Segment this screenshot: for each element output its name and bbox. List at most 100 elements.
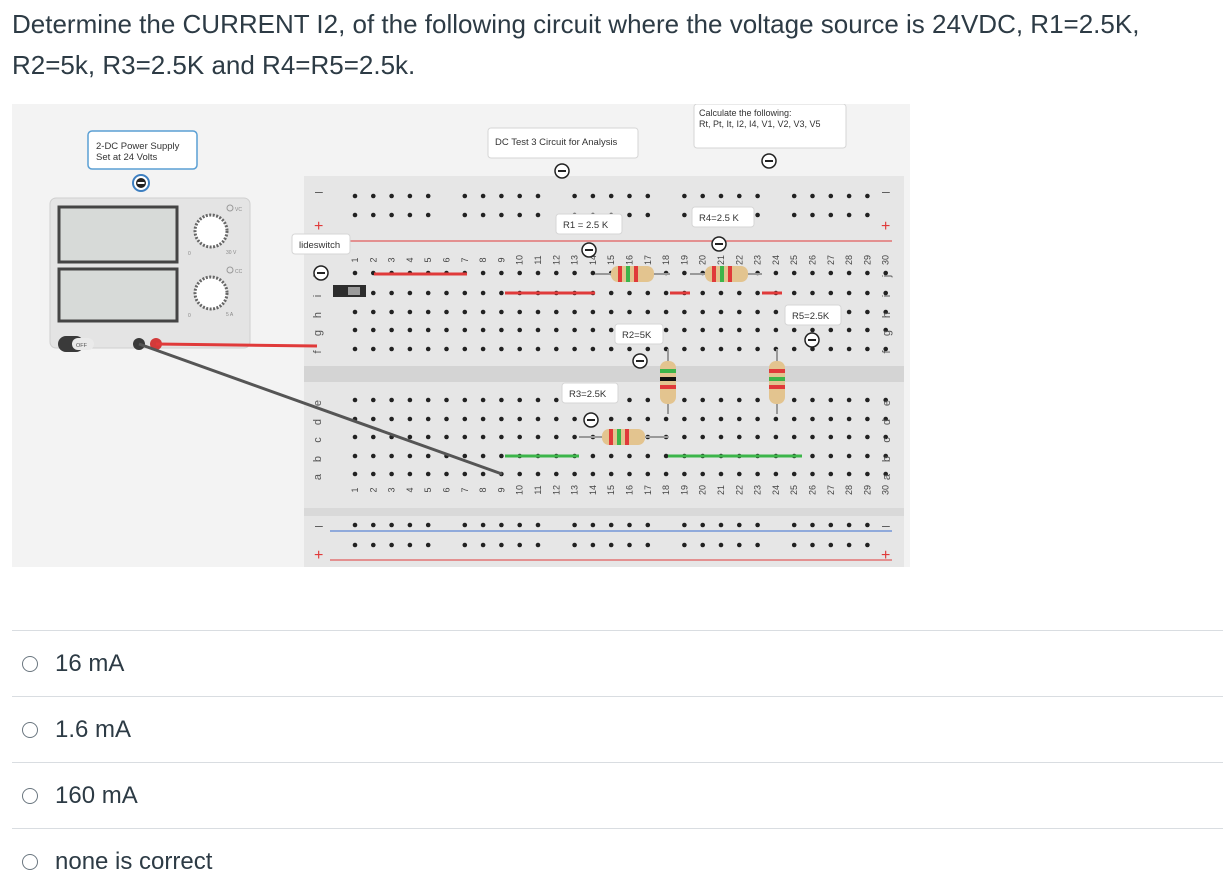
breadboard-hole[interactable] — [755, 397, 760, 403]
breadboard-hole[interactable] — [572, 522, 577, 528]
breadboard-hole[interactable] — [718, 434, 724, 440]
breadboard-hole[interactable] — [572, 434, 577, 440]
breadboard-hole[interactable] — [407, 193, 413, 199]
breadboard-hole[interactable] — [371, 290, 376, 296]
breadboard-hole[interactable] — [645, 522, 651, 528]
breadboard-hole[interactable] — [444, 416, 449, 422]
breadboard-hole[interactable] — [663, 290, 669, 296]
breadboard-hole[interactable] — [755, 542, 760, 548]
breadboard-hole[interactable] — [352, 309, 358, 315]
breadboard-hole[interactable] — [755, 290, 760, 296]
breadboard-hole[interactable] — [480, 270, 486, 276]
breadboard-hole[interactable] — [352, 453, 358, 459]
breadboard-hole[interactable] — [883, 309, 888, 315]
breadboard-hole[interactable] — [462, 416, 468, 422]
breadboard-hole[interactable] — [663, 309, 669, 315]
breadboard-hole[interactable] — [773, 270, 779, 276]
answer-option-3[interactable]: 160 mA — [12, 762, 1223, 828]
breadboard-hole[interactable] — [810, 212, 815, 218]
breadboard-hole[interactable] — [682, 542, 687, 548]
breadboard-hole[interactable] — [462, 327, 468, 333]
breadboard-hole[interactable] — [791, 193, 797, 199]
slide-switch[interactable] — [333, 285, 366, 297]
breadboard-hole[interactable] — [480, 193, 486, 199]
breadboard-hole[interactable] — [718, 290, 724, 296]
answer-option-1[interactable]: 16 mA — [12, 630, 1223, 696]
breadboard-hole[interactable] — [883, 471, 888, 477]
breadboard-hole[interactable] — [883, 397, 888, 403]
breadboard-hole[interactable] — [718, 416, 724, 422]
breadboard-hole[interactable] — [352, 522, 358, 528]
breadboard-hole[interactable] — [773, 309, 779, 315]
breadboard-hole[interactable] — [718, 397, 724, 403]
breadboard-hole[interactable] — [645, 453, 651, 459]
breadboard-hole[interactable] — [444, 397, 449, 403]
breadboard-hole[interactable] — [407, 542, 413, 548]
breadboard-hole[interactable] — [425, 471, 431, 477]
breadboard-hole[interactable] — [755, 212, 760, 218]
breadboard-hole[interactable] — [608, 346, 614, 352]
breadboard-hole[interactable] — [627, 416, 632, 422]
breadboard-hole[interactable] — [608, 416, 614, 422]
breadboard-hole[interactable] — [810, 193, 815, 199]
breadboard-hole[interactable] — [407, 522, 413, 528]
breadboard-hole[interactable] — [810, 290, 815, 296]
breadboard-hole[interactable] — [883, 327, 888, 333]
breadboard-hole[interactable] — [865, 193, 870, 199]
breadboard-hole[interactable] — [572, 327, 577, 333]
breadboard-hole[interactable] — [608, 309, 614, 315]
breadboard-hole[interactable] — [828, 346, 834, 352]
breadboard-hole[interactable] — [737, 522, 742, 528]
breadboard-hole[interactable] — [627, 522, 632, 528]
breadboard-hole[interactable] — [590, 453, 596, 459]
breadboard-hole[interactable] — [480, 522, 486, 528]
breadboard-hole[interactable] — [407, 471, 413, 477]
breadboard-hole[interactable] — [480, 397, 486, 403]
breadboard-hole[interactable] — [883, 270, 888, 276]
breadboard-hole[interactable] — [590, 327, 596, 333]
breadboard-hole[interactable] — [810, 434, 815, 440]
breadboard-hole[interactable] — [352, 542, 358, 548]
breadboard-hole[interactable] — [407, 212, 413, 218]
breadboard-hole[interactable] — [700, 193, 705, 199]
breadboard-hole[interactable] — [846, 542, 852, 548]
breadboard-hole[interactable] — [791, 212, 797, 218]
breadboard-hole[interactable] — [499, 542, 504, 548]
breadboard-hole[interactable] — [755, 522, 760, 528]
breadboard-hole[interactable] — [810, 397, 815, 403]
breadboard-hole[interactable] — [480, 290, 486, 296]
breadboard-hole[interactable] — [846, 309, 852, 315]
breadboard-hole[interactable] — [352, 212, 358, 218]
breadboard-hole[interactable] — [865, 542, 870, 548]
breadboard-hole[interactable] — [846, 346, 852, 352]
breadboard-hole[interactable] — [499, 346, 504, 352]
breadboard-hole[interactable] — [682, 327, 687, 333]
breadboard-hole[interactable] — [846, 397, 852, 403]
breadboard-hole[interactable] — [865, 346, 870, 352]
breadboard-hole[interactable] — [407, 309, 413, 315]
breadboard-hole[interactable] — [425, 309, 431, 315]
breadboard-hole[interactable] — [572, 416, 577, 422]
breadboard-hole[interactable] — [645, 290, 651, 296]
breadboard-hole[interactable] — [425, 434, 431, 440]
breadboard-hole[interactable] — [682, 471, 687, 477]
breadboard-hole[interactable] — [371, 522, 376, 528]
breadboard-hole[interactable] — [590, 522, 596, 528]
breadboard-hole[interactable] — [389, 542, 394, 548]
breadboard-hole[interactable] — [682, 434, 687, 440]
breadboard-hole[interactable] — [517, 416, 522, 422]
breadboard-hole[interactable] — [371, 453, 376, 459]
breadboard-hole[interactable] — [828, 397, 834, 403]
breadboard-hole[interactable] — [425, 397, 431, 403]
breadboard-hole[interactable] — [462, 542, 468, 548]
breadboard-hole[interactable] — [389, 212, 394, 218]
breadboard-hole[interactable] — [499, 434, 504, 440]
breadboard-hole[interactable] — [608, 471, 614, 477]
breadboard-hole[interactable] — [846, 193, 852, 199]
breadboard-hole[interactable] — [480, 416, 486, 422]
breadboard-hole[interactable] — [865, 270, 870, 276]
breadboard-hole[interactable] — [572, 542, 577, 548]
breadboard-hole[interactable] — [737, 309, 742, 315]
breadboard-hole[interactable] — [352, 397, 358, 403]
answer-option-4[interactable]: none is correct — [12, 828, 1223, 894]
